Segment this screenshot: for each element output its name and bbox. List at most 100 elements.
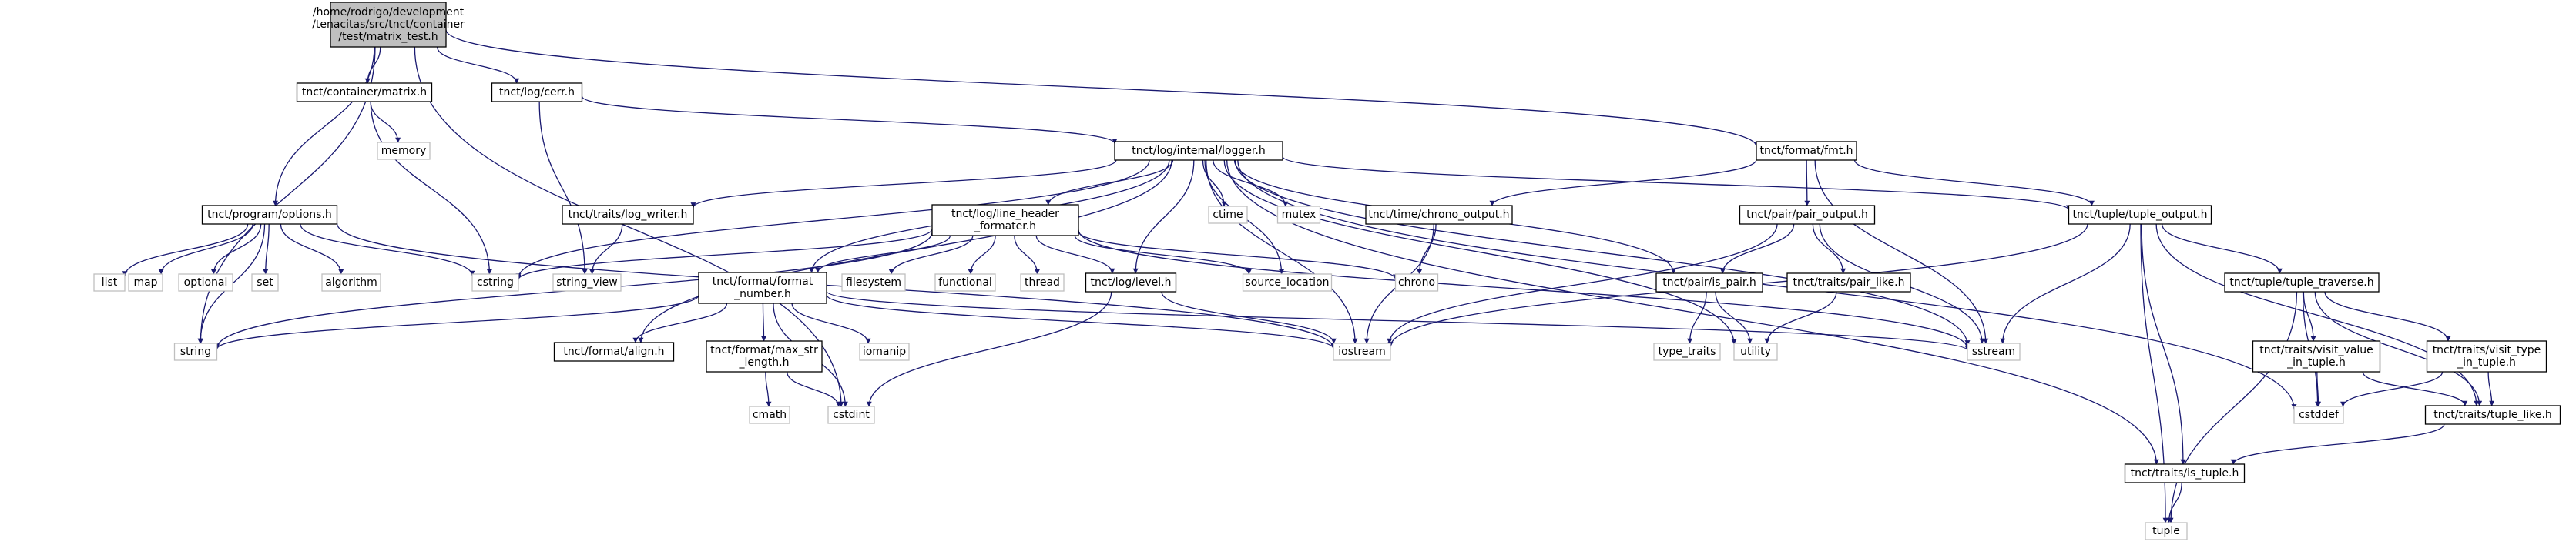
edge-tuple_tuple_traverse-to-traits_tuple_like <box>2314 291 2483 406</box>
node-thread: thread <box>1020 273 1065 292</box>
edge-container_matrix-to-cstring <box>370 101 492 275</box>
edge-path <box>1812 223 1846 274</box>
edge-traits_is_tuple-to-tuple <box>2166 482 2182 523</box>
node-map: map <box>128 273 163 292</box>
node-format-max-str-length[interactable]: tnct/format/max_str_length.h <box>706 340 823 373</box>
edge-log_level-to-cstdint <box>866 291 1112 407</box>
edge-path <box>765 371 772 407</box>
edge-format_format_number-to-iostream <box>826 294 1337 349</box>
edge-program_options-to-list <box>122 223 249 277</box>
node-label-line: mutex <box>1282 209 1317 221</box>
node-box <box>1756 141 1857 161</box>
node-label-line: _number.h <box>733 288 791 300</box>
edge-path <box>515 159 1150 279</box>
node-box <box>1020 273 1065 292</box>
node-format-format-number[interactable]: tnct/format/format_number.h <box>698 272 827 304</box>
edge-log_line_header_formater-to-format_format_number <box>815 235 951 273</box>
edge-path <box>2168 291 2298 523</box>
node-label-line: _length.h <box>739 356 790 369</box>
edge-log_internal_logger-to-ctime <box>1202 159 1227 207</box>
node-traits-visit-value-in-tuple[interactable]: tnct/traits/visit_value_in_tuple.h <box>2252 340 2381 373</box>
edge-path <box>1687 291 1707 344</box>
node-cstring: cstring <box>471 273 519 292</box>
node-mutex: mutex <box>1276 206 1321 224</box>
node-label-line: iomanip <box>863 346 906 358</box>
node-log-cerr[interactable]: tnct/log/cerr.h <box>491 82 583 102</box>
node-log-internal-logger[interactable]: tnct/log/internal/logger.h <box>1114 141 1283 161</box>
edge-log_internal_logger-to-traits_log_writer <box>690 159 1117 209</box>
node-log-level[interactable]: tnct/log/level.h <box>1085 272 1177 293</box>
edge-path <box>888 235 974 275</box>
node-log-line-header-formater[interactable]: tnct/log/line_header_formater.h <box>931 204 1079 236</box>
edge-path <box>122 223 249 277</box>
edge-path <box>1715 291 1753 344</box>
node-traits-pair-like[interactable]: tnct/traits/pair_like.h <box>1786 272 1911 293</box>
node-box <box>1653 343 1721 361</box>
node-box <box>173 343 218 361</box>
edge-log_internal_logger-to-tuple_tuple_output <box>1282 155 2071 211</box>
edge-format_format_number-to-sstream <box>826 290 1971 351</box>
node-box <box>93 273 126 292</box>
node-traits-is-tuple[interactable]: tnct/traits/is_tuple.h <box>2124 463 2246 483</box>
node-cmath: cmath <box>749 406 790 424</box>
node-label-line: tnct/log/level.h <box>1091 276 1172 289</box>
node-container-matrix[interactable]: tnct/container/matrix.h <box>296 82 433 102</box>
node-label-line: sstream <box>1972 346 2015 358</box>
edge-path <box>968 235 996 275</box>
node-matrix-test[interactable]: /home/rodrigo/development/tenacitas/src/… <box>312 2 465 48</box>
edge-path <box>1213 159 1289 207</box>
edge-program_options-to-algorithm <box>280 223 344 275</box>
node-tuple-tuple-output[interactable]: tnct/tuple/tuple_output.h <box>2068 205 2212 225</box>
node-traits-tuple-like[interactable]: tnct/traits/tuple_like.h <box>2424 405 2561 425</box>
edge-matrix_test-to-cstdint <box>414 46 844 407</box>
edge-matrix_test-to-program_options <box>272 46 375 206</box>
node-traits-visit-type-in-tuple[interactable]: tnct/traits/visit_type_in_tuple.h <box>2426 340 2547 373</box>
node-label-line: string_view <box>556 276 617 289</box>
edge-log_internal_logger-to-format_align <box>638 159 1172 343</box>
edge-matrix_test-to-container_matrix <box>364 46 381 84</box>
node-label-line: _in_tuple.h <box>2286 356 2346 369</box>
node-traits-log-writer[interactable]: tnct/traits/log_writer.h <box>562 205 694 225</box>
node-memory: memory <box>377 142 431 160</box>
node-format-align[interactable]: tnct/format/align.h <box>553 342 675 362</box>
node-label-line: cstring <box>477 276 514 289</box>
edge-format_format_number-to-string <box>214 295 699 350</box>
edge-path <box>2324 291 2451 342</box>
node-label-line: /test/matrix_test.h <box>338 31 438 43</box>
edge-path <box>1014 235 1040 275</box>
edge-path <box>1804 159 1810 206</box>
edge-pair_is_pair-to-type_traits <box>1687 291 1707 344</box>
node-box <box>1333 343 1391 361</box>
edge-path <box>826 294 1337 349</box>
node-pair-is-pair[interactable]: tnct/pair/is_pair.h <box>1655 272 1763 293</box>
node-label-line: tnct/time/chrono_output.h <box>1368 209 1509 221</box>
node-time-chrono-output[interactable]: tnct/time/chrono_output.h <box>1365 205 1513 225</box>
edge-path <box>445 29 1759 147</box>
node-pair-pair-output[interactable]: tnct/pair/pair_output.h <box>1739 205 1876 225</box>
edge-path <box>1161 291 1337 344</box>
edge-traits_log_writer-to-string_view <box>589 223 623 275</box>
node-type-traits: type_traits <box>1653 343 1721 361</box>
edge-path <box>158 223 253 275</box>
edge-path <box>791 303 871 344</box>
node-box <box>706 340 823 373</box>
node-label-line: chrono <box>1398 276 1435 289</box>
node-box <box>201 205 338 225</box>
edge-program_options-to-map <box>158 223 253 275</box>
edge-log_internal_logger-to-iostream <box>1206 159 1358 344</box>
node-label-line: tnct/log/cerr.h <box>499 86 575 99</box>
edge-log_internal_logger-to-mutex <box>1213 159 1289 207</box>
edge-traits_visit_type_in_tuple-to-cstddef <box>2340 371 2444 407</box>
node-label-line: cstddef <box>2299 409 2340 421</box>
edge-log_internal_logger-to-log_level <box>1132 159 1195 274</box>
node-format-fmt[interactable]: tnct/format/fmt.h <box>1756 141 1857 161</box>
node-label-line: tnct/container/matrix.h <box>302 86 427 99</box>
node-set: set <box>251 273 279 292</box>
edge-path <box>1223 159 1737 345</box>
edge-format_max_str_length-to-cstdint <box>787 371 842 407</box>
edge-format_format_number-to-format_align <box>632 303 728 343</box>
node-tuple-tuple-traverse[interactable]: tnct/tuple/tuple_traverse.h <box>2224 272 2380 293</box>
edge-path <box>815 235 951 273</box>
node-program-options[interactable]: tnct/program/options.h <box>201 205 338 225</box>
